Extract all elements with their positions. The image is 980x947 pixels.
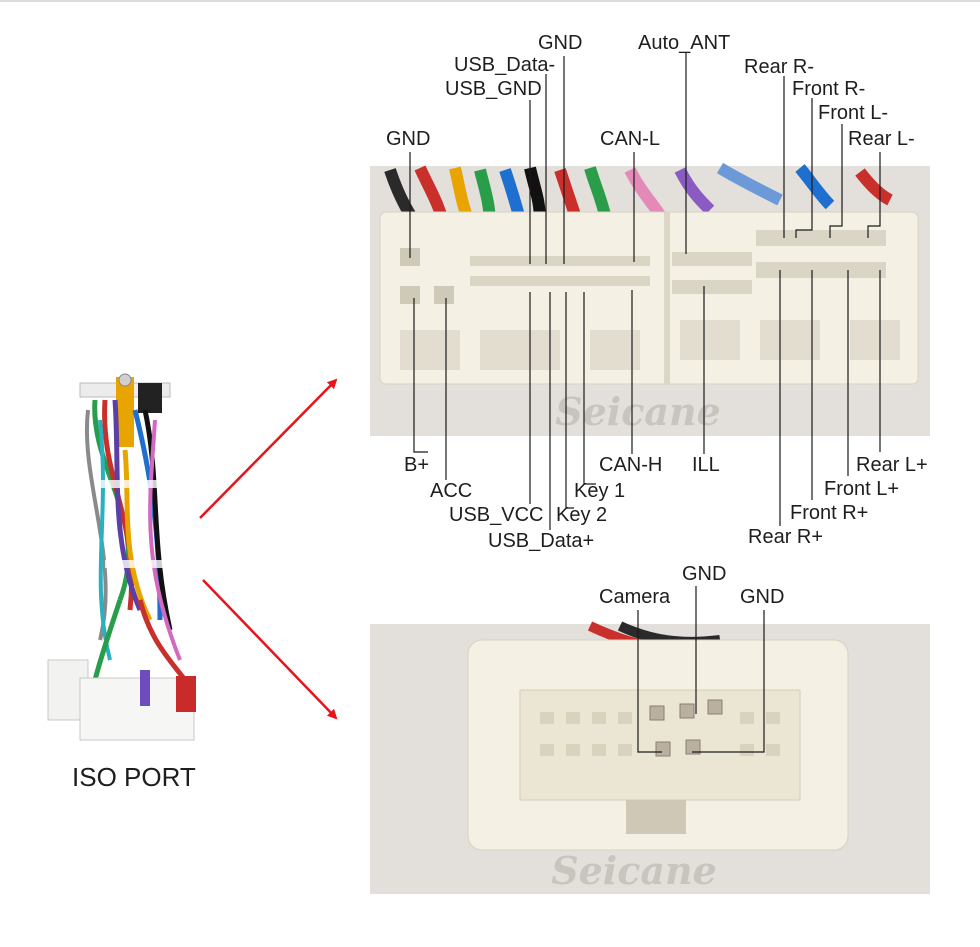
watermark-bottom: Seicane xyxy=(551,848,717,893)
label-usb-gnd: USB_GND xyxy=(445,78,542,100)
label-can-h: CAN-H xyxy=(599,454,663,476)
label-front-l-minus: Front L- xyxy=(818,102,889,124)
iso-port-label: ISO PORT xyxy=(72,762,196,792)
top-connector-photo: Seicane xyxy=(370,162,930,436)
watermark-top: Seicane xyxy=(555,389,721,434)
label-rear-l-minus: Rear L- xyxy=(848,128,915,150)
leader-lines-bottom-connector xyxy=(637,586,765,753)
label-gnd-a: GND xyxy=(682,563,727,585)
label-camera: Camera xyxy=(599,586,671,608)
arrow-to-top-connector xyxy=(199,378,338,519)
label-front-r-plus: Front R+ xyxy=(790,502,869,524)
arrow-to-bottom-connector xyxy=(202,579,338,720)
label-front-r-minus: Front R- xyxy=(792,78,866,100)
label-auto-ant: Auto_ANT xyxy=(638,32,731,54)
label-gnd-mid: GND xyxy=(538,32,583,54)
iso-harness-image xyxy=(47,373,196,741)
label-usb-vcc: USB_VCC xyxy=(449,504,544,526)
label-usb-data-minus: USB_Data- xyxy=(454,54,556,76)
leader-lines-bottom xyxy=(413,270,881,530)
label-key-2: Key 2 xyxy=(556,504,608,526)
top-divider xyxy=(0,0,980,2)
label-can-l: CAN-L xyxy=(600,128,661,150)
label-b-plus: B+ xyxy=(404,454,430,476)
label-key-1: Key 1 xyxy=(574,480,626,502)
label-acc: ACC xyxy=(430,480,473,502)
label-gnd-b: GND xyxy=(740,586,785,608)
label-ill: ILL xyxy=(692,454,720,476)
label-front-l-plus: Front L+ xyxy=(824,478,900,500)
label-rear-l-plus: Rear L+ xyxy=(856,454,928,476)
label-rear-r-plus: Rear R+ xyxy=(748,526,824,548)
label-rear-r-minus: Rear R- xyxy=(744,56,815,78)
label-gnd-left: GND xyxy=(386,128,431,150)
bottom-connector-photo: Seicane xyxy=(370,621,930,894)
leader-lines-top xyxy=(409,52,881,264)
label-usb-data-plus: USB_Data+ xyxy=(488,530,595,552)
